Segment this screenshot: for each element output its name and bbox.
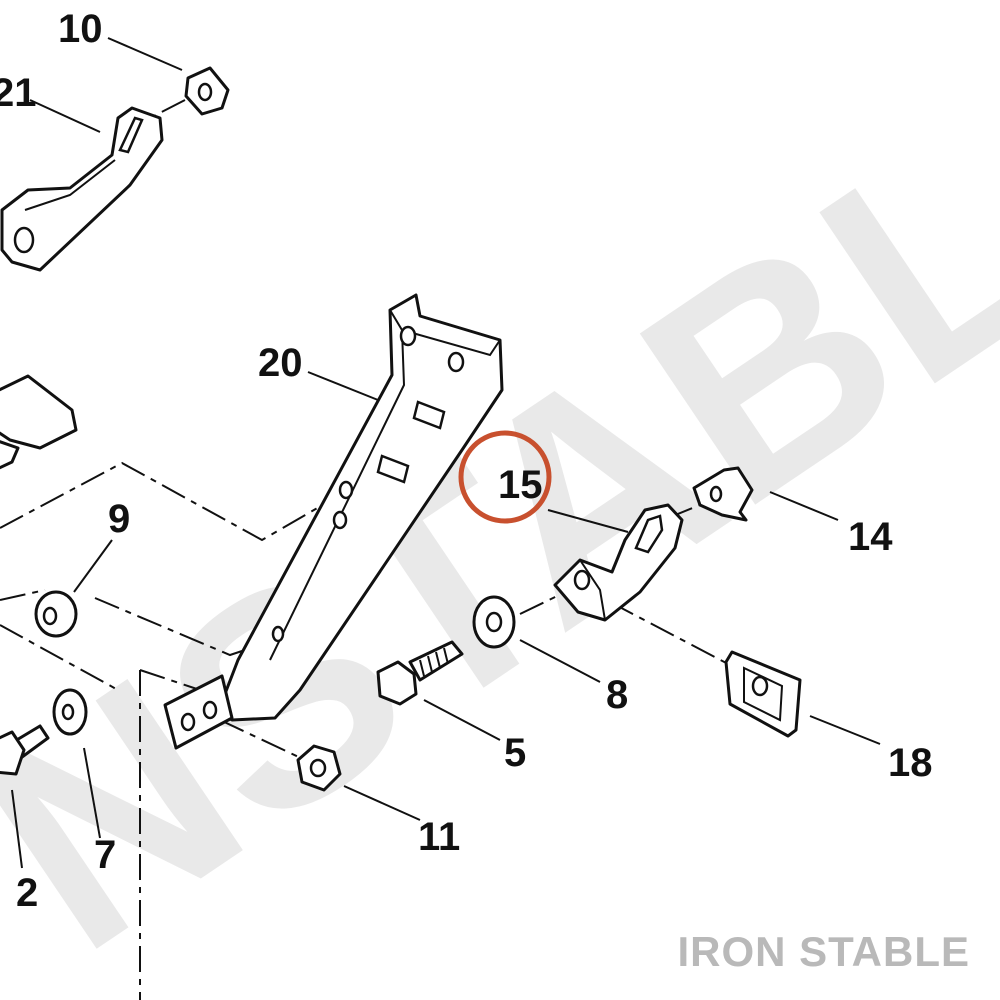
centerlines [0,99,731,1000]
callout-14[interactable]: 14 [848,515,893,559]
hex-nut-icon [296,744,342,792]
clip-nut-icon [184,66,230,116]
small-bolt-icon [0,724,50,776]
bolt-icon [376,640,464,706]
brand-label: IRON STABLE [677,928,970,975]
small-washer-icon [52,688,88,736]
washer-icon [472,595,516,649]
callout-20[interactable]: 20 [258,341,303,385]
arm-bracket-icon [0,106,164,272]
callout-18[interactable]: 18 [888,741,933,785]
thick-washer-icon [34,590,78,638]
main-bracket-icon [163,293,504,750]
pedal-icon [0,374,78,470]
leader-lines [11,37,881,869]
pedal-bracket-icon [553,503,684,622]
highlight-circle [458,430,552,524]
callout-2[interactable]: 2 [16,871,38,915]
callout-8[interactable]: 8 [606,673,628,717]
callout-9[interactable]: 9 [108,497,130,541]
callout-7[interactable]: 7 [94,833,116,877]
mount-plate-icon [724,650,802,738]
callouts: 10 21 20 15 14 9 8 5 18 11 7 2 [0,7,933,915]
spring-clip-icon [692,466,754,522]
callout-21[interactable]: 21 [0,71,37,115]
callout-15[interactable]: 15 [498,463,543,507]
callout-5[interactable]: 5 [504,731,526,775]
callout-10[interactable]: 10 [58,7,103,51]
callout-11[interactable]: 11 [418,815,460,859]
